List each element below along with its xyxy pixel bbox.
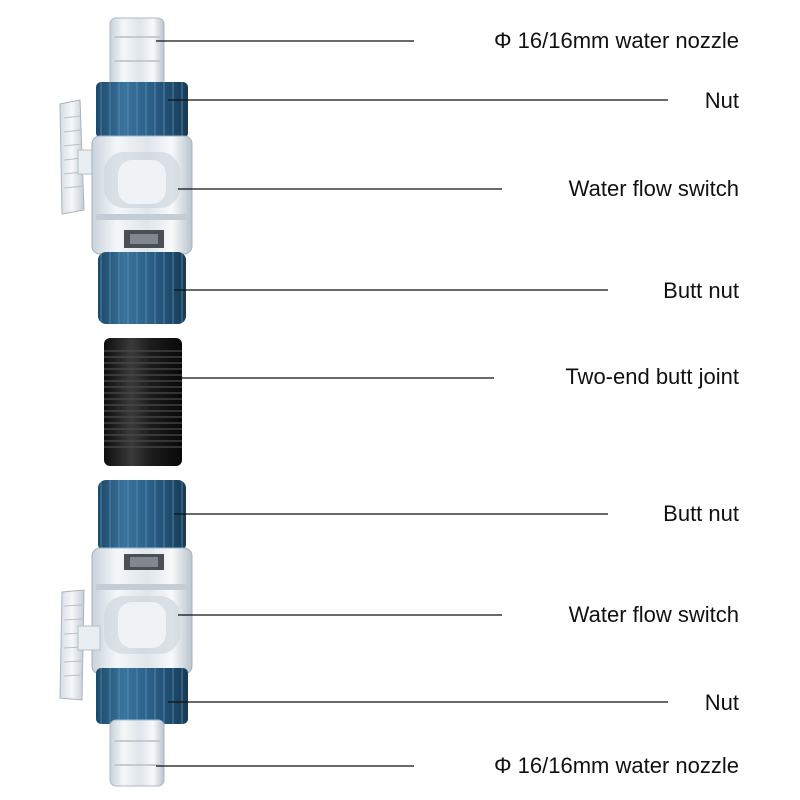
bottom-nut — [96, 668, 188, 724]
top-valve-assembly — [59, 17, 193, 324]
callout-top-butt-nut: Butt nut — [663, 278, 739, 303]
bottom-water-nozzle — [109, 719, 165, 787]
callout-top-water-flow-switch: Water flow switch — [568, 176, 739, 201]
callout-top-nut: Nut — [704, 88, 739, 113]
leader-lines — [156, 40, 668, 767]
bottom-valve-assembly — [59, 480, 193, 787]
bottom-switch-knob — [59, 589, 101, 701]
callout-bottom-water-nozzle: Φ 16/16mm water nozzle — [494, 753, 739, 778]
callout-bottom-water-flow-switch: Water flow switch — [568, 602, 739, 627]
top-butt-nut — [98, 252, 186, 324]
callout-top-water-nozzle: Φ 16/16mm water nozzle — [494, 28, 739, 53]
callout-bottom-nut: Nut — [704, 690, 739, 715]
top-nut — [96, 82, 188, 138]
bottom-water-flow-switch — [91, 547, 193, 675]
top-water-nozzle — [109, 17, 165, 87]
callout-bottom-butt-nut: Butt nut — [663, 501, 739, 526]
two-end-butt-joint — [104, 338, 182, 466]
top-water-flow-switch — [91, 135, 193, 255]
bottom-butt-nut — [98, 480, 186, 552]
callout-two-end-butt-joint: Two-end butt joint — [565, 364, 739, 389]
